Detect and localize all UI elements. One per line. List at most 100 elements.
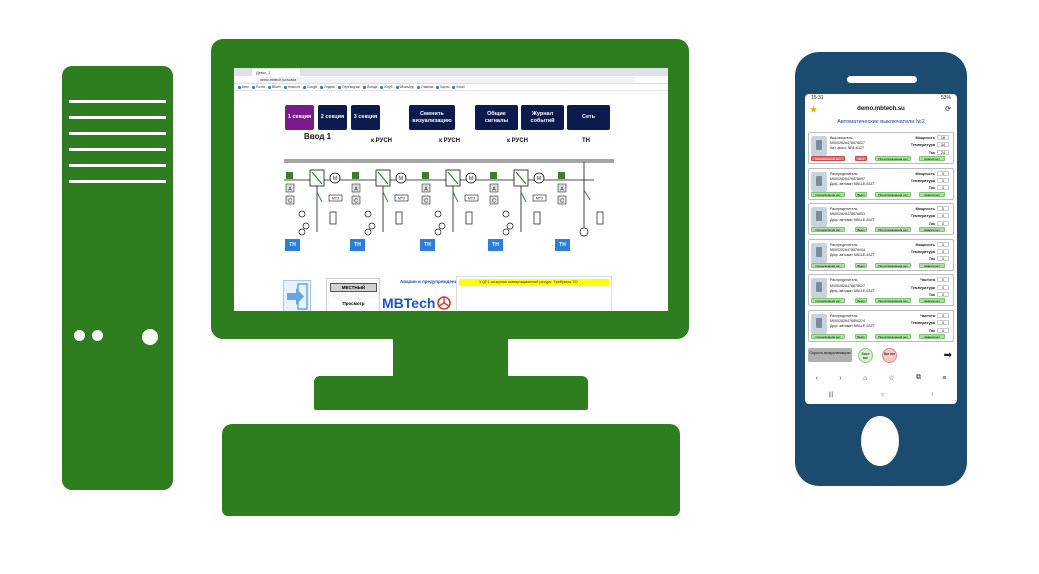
url-field[interactable]: demo.mbtech.su/scada bbox=[256, 77, 636, 83]
change-visualization-button[interactable]: Сменить визуализацию bbox=[409, 105, 455, 130]
bookmark-item[interactable]: WhatsApp bbox=[396, 85, 415, 89]
system-back-icon[interactable]: ‹ bbox=[931, 392, 934, 398]
bookmark-item[interactable]: Карты bbox=[436, 85, 449, 89]
phone-url-bar[interactable]: ★ demo.mbtech.su ⟳ bbox=[805, 103, 957, 115]
hide-visualization-button[interactable]: Скрыть визуализацию bbox=[808, 348, 852, 362]
alarm-status-button[interactable]: Аварии нет bbox=[919, 191, 945, 197]
mtz-label: МТЗ bbox=[468, 197, 475, 201]
section-2-button[interactable]: 2 секция bbox=[318, 105, 347, 130]
bookmark-item[interactable]: Яндекс bbox=[320, 85, 335, 89]
on-off-button[interactable]: Выкл bbox=[855, 333, 867, 339]
power-button[interactable] bbox=[142, 329, 158, 345]
alarm-status-button[interactable]: Аварии нет bbox=[919, 333, 945, 339]
bookmark-item[interactable]: Погода bbox=[363, 85, 378, 89]
warning-status-button[interactable]: Предупреждения нет bbox=[875, 262, 911, 268]
bookmark-item[interactable]: ВКонт bbox=[268, 85, 281, 89]
on-off-button[interactable]: Выкл bbox=[855, 227, 867, 233]
lock-icon bbox=[286, 172, 293, 179]
cell-c-letter: С bbox=[492, 199, 496, 205]
on-off-button[interactable]: Выкл bbox=[855, 298, 867, 304]
param-value: 0 bbox=[937, 213, 949, 219]
bookmark-item[interactable]: Google bbox=[303, 85, 317, 89]
breaker-status-row: Сигнализация вкл Вкл Предупреждение нет Ава… bbox=[811, 156, 951, 161]
system-home-icon[interactable]: ○ bbox=[880, 392, 885, 398]
warning-status-button[interactable]: Предупреждения нет bbox=[875, 191, 911, 197]
alarm-status-button[interactable]: Аварии нет bbox=[919, 298, 945, 304]
home-icon[interactable]: ⌂ bbox=[862, 374, 868, 382]
next-arrow-icon[interactable]: ➡ bbox=[943, 350, 952, 361]
bookmark-item[interactable]: Главная bbox=[417, 85, 433, 89]
common-signals-button[interactable]: Общие сигналы bbox=[475, 105, 518, 130]
alarm-status-button[interactable]: Аварии нет bbox=[919, 227, 945, 233]
param-label: Ток bbox=[928, 186, 935, 191]
cell-c-letter: С bbox=[288, 199, 292, 205]
tn-label: ТН bbox=[582, 138, 590, 144]
browser-tab[interactable]: Демо_1 bbox=[252, 69, 300, 76]
section-3-button[interactable]: 3 секция bbox=[351, 105, 380, 130]
menu-icon[interactable]: ≡ bbox=[942, 374, 947, 382]
signal-status-button[interactable]: Сигнализация нет bbox=[811, 298, 845, 304]
param-label: Ток bbox=[928, 292, 935, 297]
bookmark-item[interactable]: Ютуб bbox=[380, 85, 392, 89]
bookmark-item[interactable]: Почта bbox=[252, 85, 265, 89]
signal-status-button[interactable]: Сигнализация нет bbox=[811, 227, 845, 233]
alarm-status-button[interactable]: Аварии нет bbox=[919, 156, 945, 161]
network-button[interactable]: Сеть bbox=[567, 105, 610, 130]
signal-status-button[interactable]: Сигнализация вкл bbox=[811, 156, 845, 161]
exit-arrow-button[interactable] bbox=[283, 280, 311, 311]
arrester-symbol bbox=[395, 211, 403, 225]
param-value: 0 bbox=[937, 291, 949, 297]
bookmark-item[interactable]: Email bbox=[452, 85, 464, 89]
tn-box[interactable]: ТН bbox=[420, 239, 435, 251]
warning-status-button[interactable]: Предупреждения нет bbox=[875, 298, 911, 304]
tn-box[interactable]: ТН bbox=[555, 239, 570, 251]
all-off-button[interactable]: Выкл все bbox=[858, 348, 873, 363]
signal-status-button[interactable]: Сигнализация нет bbox=[811, 333, 845, 339]
param-label: Мощность bbox=[915, 171, 935, 176]
forward-icon[interactable]: › bbox=[839, 374, 842, 382]
reload-icon[interactable]: ⟳ bbox=[945, 106, 951, 113]
on-off-button[interactable]: Вкл bbox=[855, 156, 867, 161]
motor-symbol bbox=[533, 172, 545, 184]
view-mode-button[interactable]: Просмотр bbox=[330, 299, 377, 309]
bookmark-item[interactable]: Новости bbox=[284, 85, 300, 89]
warning-status-button[interactable]: Предупреждение нет bbox=[875, 156, 911, 161]
tn-box[interactable]: ТН bbox=[488, 239, 503, 251]
star-icon[interactable]: ★ bbox=[810, 104, 818, 114]
cell-c-indicator bbox=[489, 195, 499, 205]
bookmark-icon[interactable]: ☆ bbox=[888, 375, 895, 382]
alarm-row[interactable]: 1 QF1 исчерпан коммутационный ресурс. Тр… bbox=[459, 279, 609, 286]
bookmark-item[interactable]: Переводчик bbox=[338, 85, 360, 89]
all-on-button[interactable]: Вкл все bbox=[882, 348, 897, 363]
lock-icon bbox=[558, 172, 565, 179]
on-off-button[interactable]: Выкл bbox=[855, 262, 867, 268]
signal-status-button[interactable]: Сигнализация нет bbox=[811, 262, 845, 268]
event-log-button[interactable]: Журнал событий bbox=[521, 105, 564, 130]
param-label: Температура bbox=[910, 178, 935, 183]
section-1-button[interactable]: 1 секция bbox=[285, 105, 314, 130]
signal-status-button[interactable]: Сигнализация нет bbox=[811, 191, 845, 197]
status-time: 15:31 bbox=[811, 95, 824, 101]
wheel-icon bbox=[437, 296, 452, 310]
alarm-status-button[interactable]: Аварии нет bbox=[919, 262, 945, 268]
back-icon[interactable]: ‹ bbox=[815, 374, 818, 382]
recent-apps-icon[interactable]: ||| bbox=[828, 392, 834, 398]
on-off-button[interactable]: Выкл bbox=[855, 191, 867, 197]
bookmark-item[interactable]: Авто bbox=[238, 85, 249, 89]
home-button[interactable] bbox=[861, 416, 899, 466]
tn-box[interactable]: ТН bbox=[350, 239, 365, 251]
disconnector-symbol bbox=[583, 189, 591, 201]
tn-box[interactable]: ТН bbox=[285, 239, 300, 251]
tabs-icon[interactable]: ⧉ bbox=[915, 374, 921, 381]
local-mode-button[interactable]: МЕСТНЫЙ bbox=[330, 283, 377, 292]
warning-status-button[interactable]: Предупреждения нет bbox=[875, 227, 911, 233]
warning-status-button[interactable]: Предупреждения нет bbox=[875, 333, 911, 339]
